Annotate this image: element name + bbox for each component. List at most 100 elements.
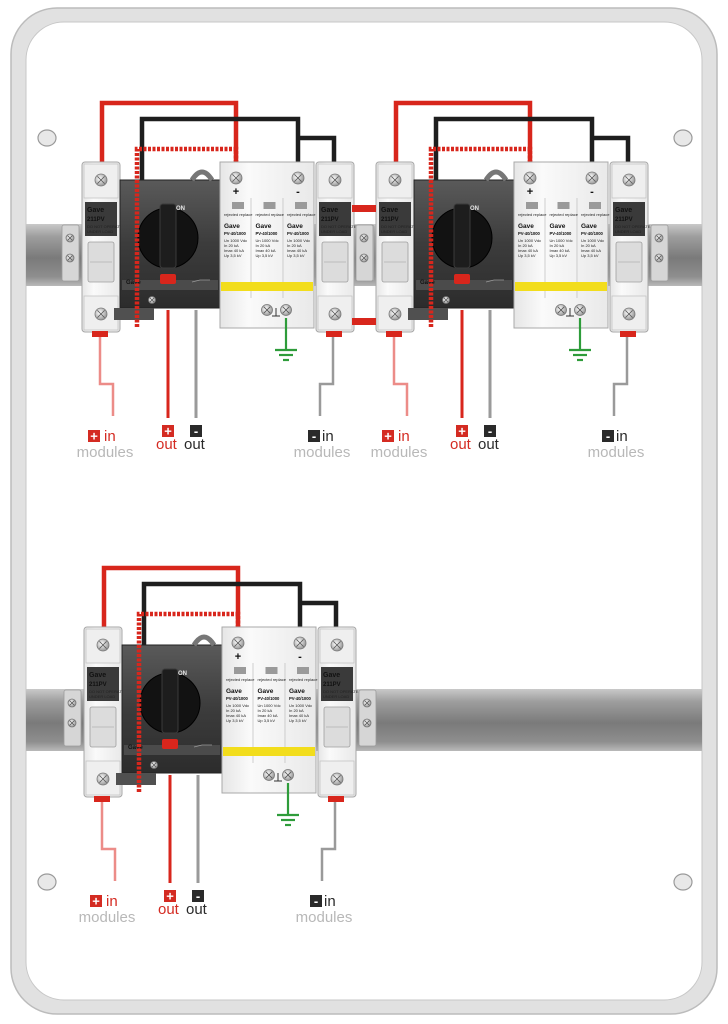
polarity-sign: + <box>164 424 172 439</box>
screw-slot <box>69 720 75 726</box>
spd-status-window <box>234 667 246 674</box>
fuse-foot-red <box>328 796 344 802</box>
label-minus-in: in <box>616 428 628 445</box>
spd-spec: In 20 kA <box>287 243 302 248</box>
fuse-warning: DO NOT OPERATE <box>381 224 417 229</box>
fuse-warning: UNDER LOAD <box>89 694 115 699</box>
screw-slot <box>625 310 633 318</box>
spd-spec: Up 3,5 kV <box>518 253 536 258</box>
polarity-sign: - <box>488 424 492 439</box>
spd-spec: Up 3,5 kV <box>581 253 599 258</box>
label-minus-out: out <box>478 436 500 453</box>
spd-brand: Gave <box>258 688 274 695</box>
spd-spec: Un 1000 Vdc <box>226 703 249 708</box>
screw-slot <box>526 174 534 182</box>
spd-model: PV-40/1000 <box>581 231 604 236</box>
label-minus-in-modules: modules <box>296 909 353 926</box>
label-plus-out: out <box>450 436 472 453</box>
fuse-label-window <box>319 202 351 236</box>
fuse-brand: Gave <box>323 672 340 679</box>
pink-wire-plus-in <box>98 337 115 416</box>
screw-slot <box>576 306 584 314</box>
label-plus-in: in <box>106 893 118 910</box>
fuse-model: 211PV <box>321 217 339 223</box>
fuse-warning: UNDER LOAD <box>321 229 347 234</box>
polarity-sign: + <box>92 894 100 909</box>
spd-spec: In 20 kA <box>581 243 596 248</box>
label-plus-out: out <box>158 901 180 918</box>
fuse-foot-red <box>326 331 342 337</box>
screw-slot <box>656 235 662 241</box>
spd-plus-mark: + <box>527 186 533 198</box>
spd-model: PV-40/1000 <box>518 231 541 236</box>
rail-end-clamp <box>63 689 82 747</box>
fuse-brand: Gave <box>321 207 338 214</box>
rail-end-clamp <box>650 224 669 282</box>
screw-slot <box>149 297 155 303</box>
knob-indicator <box>160 274 176 284</box>
spd-yellow-band <box>221 282 313 291</box>
spd-yellow-band <box>515 282 607 291</box>
screw-slot <box>151 762 157 768</box>
spd-spec: Imax 40 kA <box>224 248 244 253</box>
spd-spec: Up 3,5 kV <box>289 718 307 723</box>
spd-spec: In 20 kA <box>226 708 241 713</box>
fuse-model: 211PV <box>87 217 105 223</box>
spd-spec: Un 1000 Vdc <box>581 238 604 243</box>
knob-grip <box>453 203 471 269</box>
spd-spec: Up 3,5 kV <box>224 253 242 258</box>
spd-brand: Gave <box>518 223 534 230</box>
spd-spec: In 20 kA <box>518 243 533 248</box>
spd-spec: Up 3,5 kV <box>226 718 244 723</box>
fuse-brand: Gave <box>89 672 106 679</box>
pink-wire-plus-in <box>100 802 117 881</box>
label-minus-in: in <box>322 428 334 445</box>
spd-spec: In 20 kA <box>258 708 273 713</box>
screw-slot <box>361 255 367 261</box>
screw-slot <box>656 255 662 261</box>
fuse-warning: DO NOT OPERATE <box>87 224 123 229</box>
mounting-holes <box>37 129 693 891</box>
switch-on-label: ON <box>178 671 187 677</box>
spd-minus-mark: - <box>296 186 300 198</box>
spd-spec: In 20 kA <box>224 243 239 248</box>
spd-brand: Gave <box>581 223 597 230</box>
spd-body <box>221 626 317 794</box>
fuse-model: 211PV <box>381 217 399 223</box>
screw-slot <box>364 720 370 726</box>
mounting-hole <box>673 129 693 147</box>
mounting-hole <box>673 873 693 891</box>
switch-bracket <box>114 308 154 320</box>
screw-slot <box>331 310 339 318</box>
fuse-brand: Gave <box>381 207 398 214</box>
polarity-sign: + <box>90 429 98 444</box>
polarity-badge <box>602 430 614 442</box>
spd-body <box>219 161 315 329</box>
switch-top-clip <box>483 169 509 182</box>
label-minus-out: out <box>184 436 206 453</box>
mounting-hole <box>37 873 57 891</box>
screw-slot <box>69 700 75 706</box>
spd-brand: Gave <box>256 223 272 230</box>
screw-slot <box>391 176 399 184</box>
label-plus-in-modules: modules <box>77 444 134 461</box>
polarity-badge <box>162 425 174 437</box>
red-bridge-link <box>352 318 376 325</box>
screw-slot <box>391 310 399 318</box>
polarity-badge <box>310 895 322 907</box>
label-minus-out: out <box>186 901 208 918</box>
screw-slot <box>296 639 304 647</box>
screw-slot <box>361 235 367 241</box>
label-plus-out: out <box>156 436 178 453</box>
switch-bracket <box>116 773 156 785</box>
rail-end-clamp <box>358 689 377 747</box>
spd-replace-tag: rejected replace <box>289 677 318 682</box>
rail-end-clamp <box>61 224 80 282</box>
label-minus-in-modules: modules <box>294 444 351 461</box>
screw-slot <box>263 306 271 314</box>
label-plus-in-modules: modules <box>371 444 428 461</box>
screw-slot <box>625 176 633 184</box>
spd-spec: In 20 kA <box>550 243 565 248</box>
spd-spec: Imax 40 kA <box>256 248 276 253</box>
